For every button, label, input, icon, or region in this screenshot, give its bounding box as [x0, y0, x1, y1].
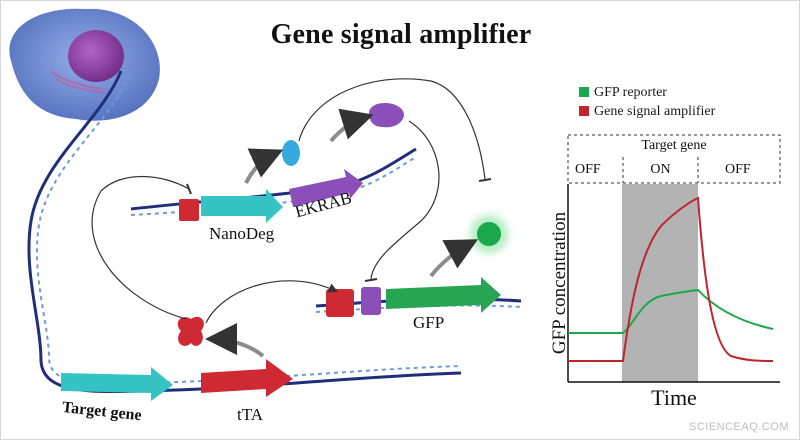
ekrab-binding-block [361, 287, 381, 315]
dna-strand-main [27, 70, 462, 394]
operator-block [326, 289, 354, 317]
tta-protein-icon [177, 316, 204, 346]
legend-swatch-red [579, 106, 589, 116]
ekrab-protein-icon [369, 102, 404, 128]
target-gene-arrow [61, 367, 173, 401]
nucleus-icon [68, 30, 124, 82]
label-nanodeg: NanoDeg [209, 224, 275, 243]
box-title: Target gene [641, 138, 707, 153]
figure-title: Gene signal amplifier [270, 19, 532, 50]
state-off-1: OFF [575, 162, 601, 177]
state-off-2: OFF [725, 162, 751, 177]
tta-arrow [201, 359, 293, 397]
legend-label: GFP reporter [594, 85, 667, 100]
amplifier-curve [568, 196, 774, 362]
on-shade [622, 184, 698, 382]
legend-item-gfp-reporter: GFP reporter [579, 85, 667, 101]
gfp-reporter-curve [568, 288, 774, 334]
legend-label: Gene signal amplifier [594, 104, 716, 119]
gfp-arrow [386, 277, 501, 313]
watermark: SCIENCEAQ.COM [688, 421, 789, 433]
state-on: ON [650, 162, 671, 177]
gfp-protein-icon [477, 222, 501, 246]
label-tta: tTA [237, 405, 264, 424]
target-gene-box [567, 134, 781, 184]
legend-swatch-green [579, 87, 589, 97]
ekrab-arrow [289, 169, 363, 207]
plot-area [567, 134, 781, 383]
y-axis-label: GFP concentration [549, 211, 570, 355]
nanodeg-protein-icon [282, 140, 300, 166]
nanodeg-arrow [201, 189, 283, 223]
legend-item-gene-signal-amplifier: Gene signal amplifier [579, 104, 715, 120]
cell-icon [9, 8, 160, 121]
promoter-block-top [179, 199, 199, 221]
label-gfp: GFP [413, 313, 445, 332]
x-axis-label: Time [651, 385, 697, 410]
